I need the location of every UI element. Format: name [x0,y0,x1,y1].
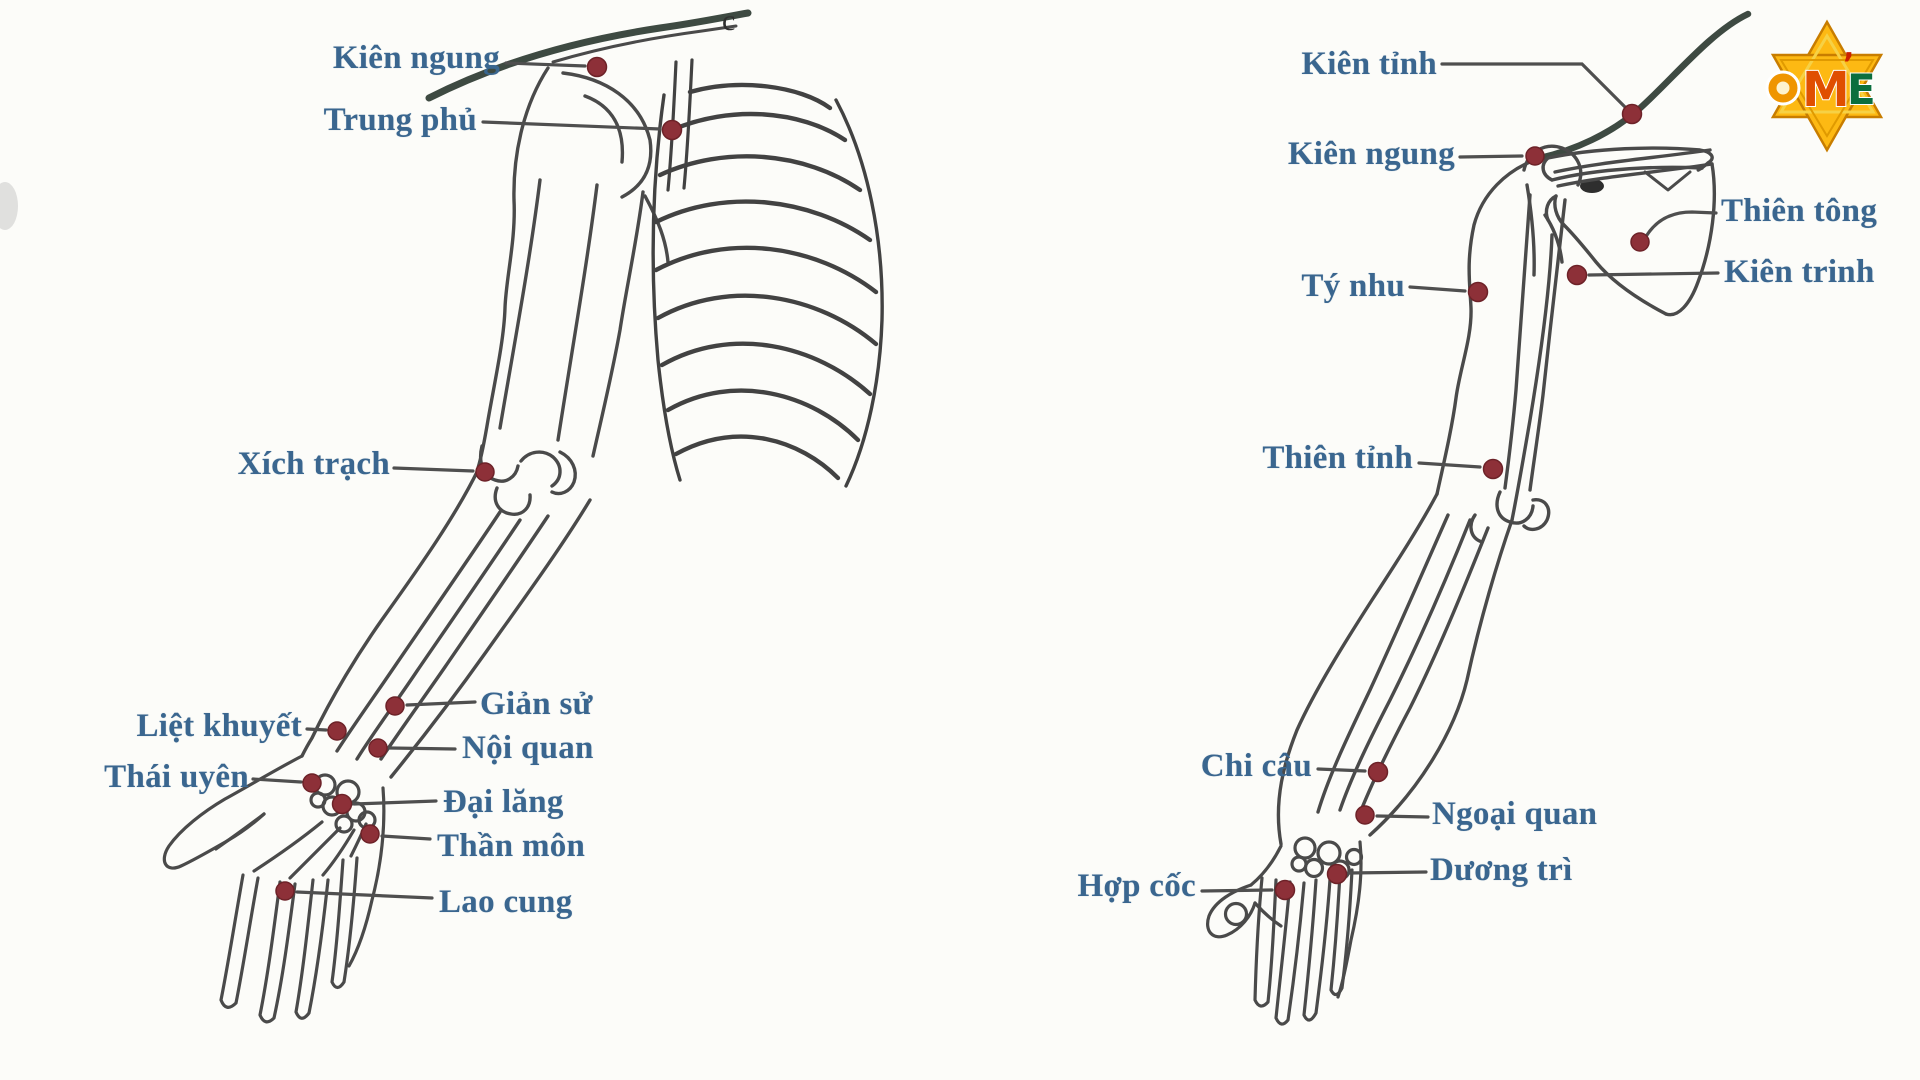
label-trung-phu: Trung phủ [323,102,477,138]
label-noi-quan: Nội quan [462,730,594,766]
logo-letter-e: E [1847,65,1876,114]
dot-than-mon [360,824,380,844]
leader-liet-khuyet [305,727,328,732]
logo-star-inner-up [1778,33,1876,114]
leader-lao-cung [295,890,434,900]
dot-trung-phu [661,119,683,141]
dot-lao-cung [275,881,295,901]
label-chi-cau: Chi câu [1200,748,1312,784]
leader-kien-ngung-left [504,61,587,68]
label-than-mon: Thần môn [437,828,586,864]
logo-star-inner-down [1779,59,1875,138]
dot-kien-tinh [1621,103,1643,125]
label-xich-trach: Xích trạch [237,446,390,482]
leader-kien-ngung-right [1458,154,1524,159]
leader-gian-su [405,700,477,707]
leader-lines [251,61,1720,900]
label-kien-trinh: Kiên trinh [1724,254,1875,290]
dot-kien-trinh [1566,264,1588,286]
dot-ngoai-quan [1355,805,1375,825]
dot-duong-tri [1326,863,1348,885]
logo-letter-m: M [1802,62,1850,118]
label-duong-tri: Dương trì [1430,852,1573,888]
leader-ty-nhu [1408,285,1467,293]
label-ty-nhu: Tý nhu [1301,268,1405,304]
dot-ty-nhu [1467,281,1489,303]
leader-thien-tinh [1417,461,1482,469]
dot-dai-lang [331,793,353,815]
dot-xich-trach [475,462,495,482]
ome-logo: M ’ E [1765,19,1884,153]
leader-duong-tri [1347,870,1428,875]
dot-thai-uyen [302,773,322,793]
leader-chi-cau [1316,767,1367,773]
label-liet-khuyet: Liệt khuyết [136,708,302,744]
left-arm-drawing [300,9,752,779]
label-ngoai-quan: Ngoại quan [1432,796,1598,832]
label-thai-uyen: Thái uyên [104,759,249,795]
label-kien-tinh: Kiên tỉnh [1301,46,1437,82]
leader-trung-phu [481,120,662,131]
label-dai-lang: Đại lăng [443,784,564,820]
dot-thien-tinh [1482,458,1504,480]
dot-gian-su [385,696,405,716]
leader-ngoai-quan [1375,814,1430,819]
leader-kien-trinh [1587,271,1720,277]
leader-thai-uyen [251,777,303,784]
dot-chi-cau [1367,761,1389,783]
label-kien-ngung-left: Kiên ngung [332,40,500,76]
dot-liet-khuyet [327,721,347,741]
leader-kien-tinh [1440,62,1629,111]
leader-thien-tong [1645,210,1718,237]
dot-kien-ngung-left [586,56,608,78]
scan-artifact [0,182,18,230]
logo-letter-o-center [1776,81,1790,95]
leader-than-mon [380,834,432,841]
dot-kien-ngung-right [1525,146,1545,166]
logo-apostrophe: ’ [1843,47,1854,82]
label-hop-coc: Hợp cốc [1077,868,1196,904]
label-gian-su: Giản sử [480,686,593,722]
label-lao-cung: Lao cung [439,884,573,920]
dot-hop-coc [1274,879,1296,901]
label-thien-tinh: Thiên tỉnh [1262,440,1413,476]
leader-dai-lang [352,799,438,806]
leader-noi-quan [388,746,457,751]
leader-hop-coc [1200,888,1274,893]
ribcage-drawing [651,58,884,488]
dot-noi-quan [368,738,388,758]
acupoint-dots [275,56,1650,901]
leader-xich-trach [392,466,475,473]
label-thien-tong: Thiên tông [1721,193,1878,229]
dot-thien-tong [1630,232,1650,252]
stray-letter-c: c [722,4,736,37]
label-kien-ngung-right: Kiên ngung [1287,136,1455,172]
